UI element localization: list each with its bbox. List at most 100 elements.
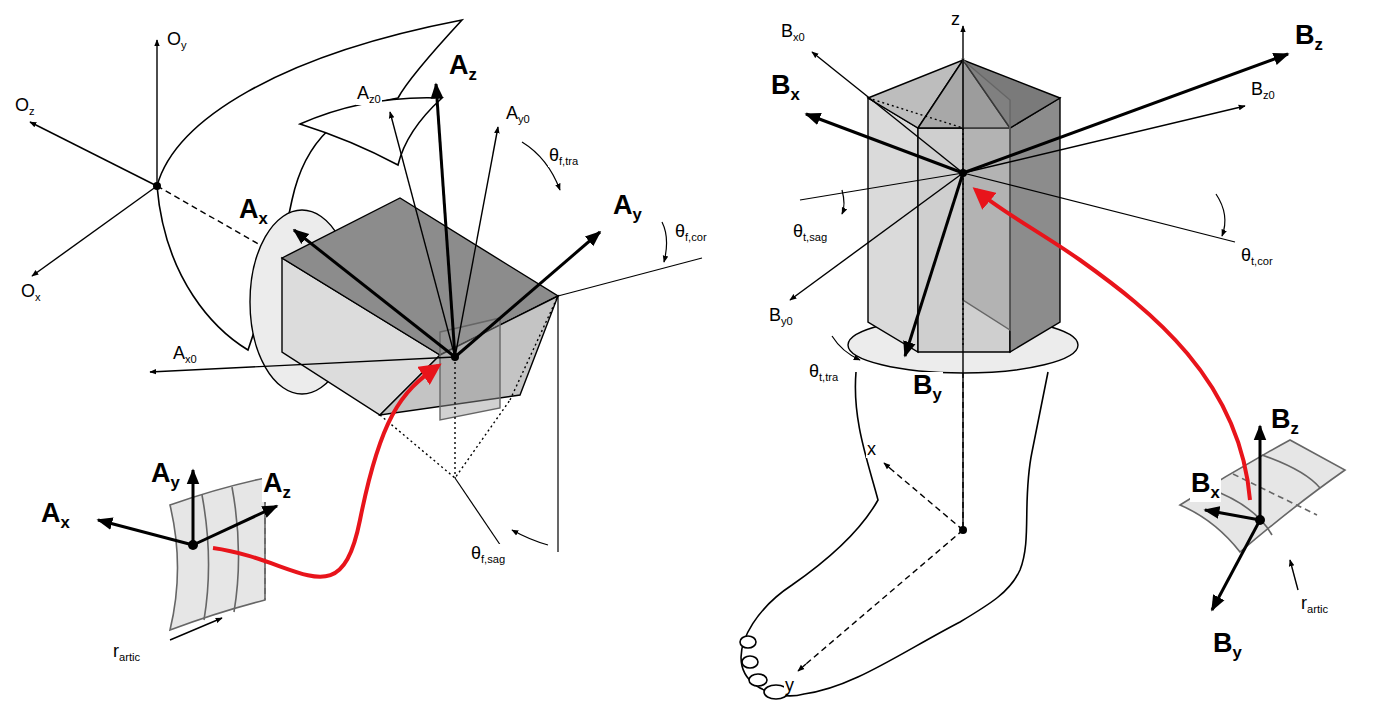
tibia-axes <box>806 114 963 173</box>
subscript: z <box>1315 35 1323 54</box>
tibia-axes <box>790 26 1288 530</box>
symbol: θ <box>1241 245 1251 265</box>
mapping-arrow <box>976 190 1250 500</box>
subscript: t,tra <box>819 371 838 383</box>
inset-axes <box>1290 560 1298 590</box>
acetabulum-inset <box>232 487 239 612</box>
tibia-axes <box>963 173 1235 242</box>
angle-label: θf,cor <box>674 222 708 243</box>
mapping-arrow <box>976 190 1250 500</box>
femur-prism <box>454 357 455 478</box>
subscript: artic <box>119 651 140 663</box>
femur-prism <box>380 400 510 478</box>
tibia-axes <box>1216 194 1225 236</box>
symbol: O <box>15 95 29 115</box>
tibia-axes <box>842 190 844 214</box>
axis-label: Ox <box>20 282 42 303</box>
subscript: y <box>933 385 942 404</box>
femur-axes <box>451 353 459 361</box>
inset-axes <box>98 520 193 545</box>
tibia-axes <box>790 173 963 300</box>
global-foot-axes <box>798 664 806 671</box>
global-axes <box>30 40 290 276</box>
foot-outline <box>740 636 756 648</box>
subscript: x <box>61 513 70 532</box>
tibia-axes <box>963 106 1245 173</box>
subscript: z <box>283 483 291 502</box>
subscript: t,sag <box>803 231 827 243</box>
axis-label: Az0 <box>356 84 382 105</box>
symbol: A <box>151 458 171 488</box>
subscript: z0 <box>369 93 381 105</box>
subscript: y <box>633 205 642 224</box>
global-foot-axes <box>798 372 967 671</box>
tibia-prism <box>868 98 963 128</box>
global-foot-axes <box>884 463 892 470</box>
subscript: t,cor <box>1251 255 1273 267</box>
symbol: A <box>239 194 259 224</box>
axis-label: By0 <box>768 306 794 327</box>
axis-label: Az <box>262 470 292 502</box>
inset-axes <box>1205 426 1298 610</box>
tibia-axes <box>800 173 963 200</box>
symbol: θ <box>793 221 803 241</box>
femur-axes <box>455 127 498 357</box>
tibia-axes <box>962 26 963 530</box>
axis-label: Bz <box>1270 406 1300 438</box>
global-foot-axes <box>806 530 963 664</box>
subscript: y0 <box>518 113 530 125</box>
symbol: B <box>1213 628 1233 658</box>
femur-axes <box>455 478 505 552</box>
subscript: z <box>29 105 35 117</box>
tibia-inset <box>1262 455 1320 488</box>
symbol: A <box>449 50 469 80</box>
tibia-inset <box>1180 440 1345 552</box>
subscript: f,sag <box>481 553 505 565</box>
symbol: A <box>263 468 283 498</box>
tibia-axes <box>812 52 963 173</box>
angle-label: θt,tra <box>808 362 839 383</box>
femur-axes <box>455 232 600 357</box>
inset-axes <box>170 618 222 640</box>
subscript: z <box>1291 419 1299 438</box>
symbol: r <box>113 641 119 661</box>
tibia-axes <box>905 173 963 356</box>
tibia-inset <box>1180 440 1345 552</box>
foot-outline <box>742 656 758 668</box>
symbol: O <box>167 29 181 49</box>
symbol: x <box>867 439 876 459</box>
foot-outline <box>741 372 1048 696</box>
femur-axes <box>558 258 702 296</box>
femur-prism <box>510 296 558 400</box>
subscript: x0 <box>185 353 197 365</box>
axis-label: z <box>950 10 961 28</box>
tibia-axes <box>963 54 1288 173</box>
subscript: x <box>1211 483 1220 502</box>
symbol: B <box>781 21 793 41</box>
symbol: A <box>357 83 369 103</box>
inset-axes <box>1259 426 1262 520</box>
tibia-axes <box>959 169 967 177</box>
femur-prism <box>282 198 558 478</box>
symbol: θ <box>675 221 685 241</box>
acetabulum-inset <box>170 478 265 630</box>
subscript: x <box>259 209 268 228</box>
subscript: y <box>171 473 180 492</box>
femur-axes <box>662 222 667 262</box>
angle-label: θt,sag <box>792 222 828 243</box>
symbol: A <box>41 498 61 528</box>
mapping-arrow <box>213 366 438 577</box>
angle-label: θf,sag <box>470 544 506 565</box>
axis-label: Bx0 <box>780 22 806 43</box>
subscript: z <box>469 65 477 84</box>
femur-axes <box>150 84 702 552</box>
symbol: z <box>951 9 960 29</box>
acetabulum-inset <box>170 478 265 630</box>
axis-label: x <box>866 440 877 458</box>
tibia-axes <box>832 336 860 360</box>
symbol: θ <box>471 543 481 563</box>
subscript: x <box>35 291 41 303</box>
axis-label: Ay <box>612 192 643 224</box>
inset-axes <box>1205 510 1260 520</box>
symbol: B <box>913 370 933 400</box>
